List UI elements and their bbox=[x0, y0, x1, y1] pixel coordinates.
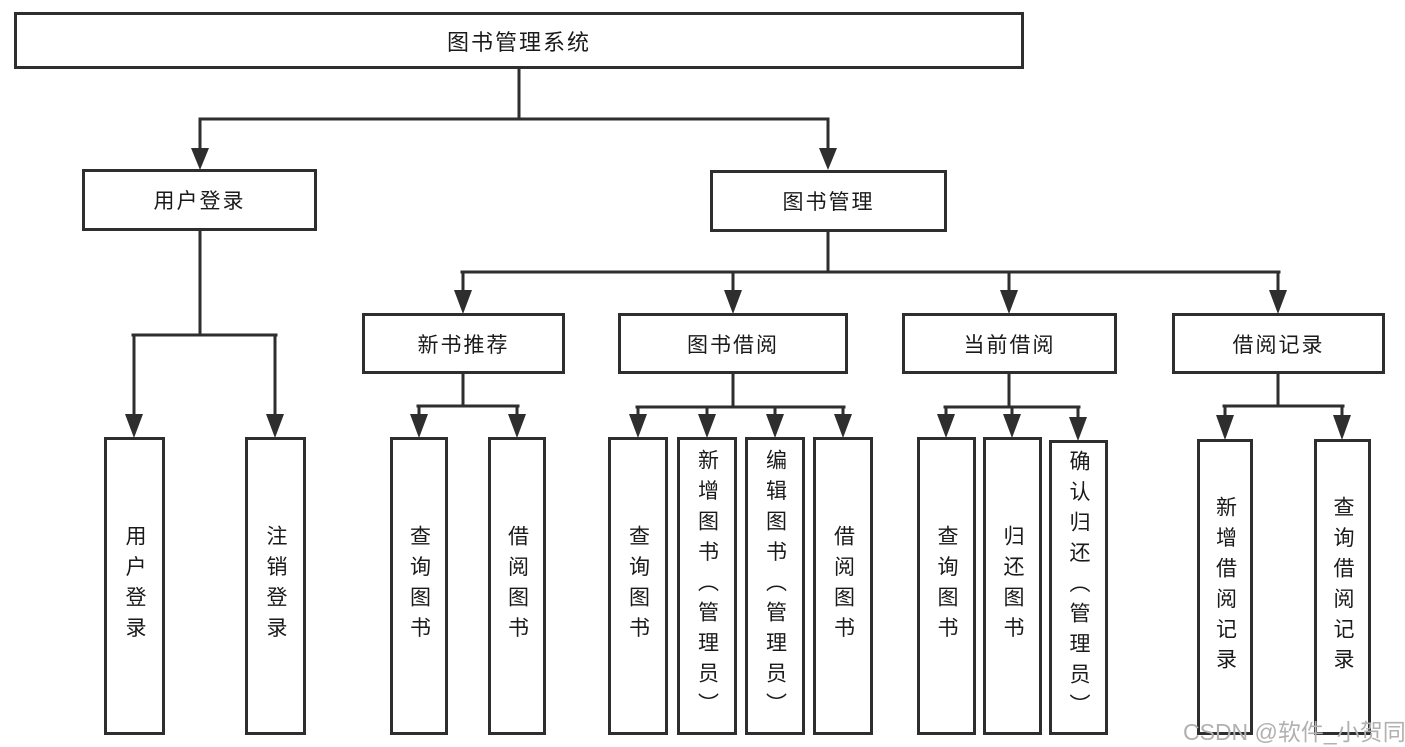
leaf-bb-edit-books: 编辑图书（管理员） bbox=[745, 437, 805, 735]
leaf-user-login-label: 用户登录 bbox=[123, 525, 146, 647]
leaf-bb-query-books: 查询图书 bbox=[608, 437, 668, 735]
node-current-borrowing-label: 当前借阅 bbox=[963, 333, 1056, 357]
leaf-cb-return-books-label: 归还图书 bbox=[1001, 525, 1024, 647]
leaf-bb-edit-books-label: 编辑图书（管理员） bbox=[763, 448, 787, 724]
node-root-label: 图书管理系统 bbox=[446, 29, 591, 55]
leaf-br-add-record: 新增借阅记录 bbox=[1197, 439, 1253, 735]
node-new-book-recommend-label: 新书推荐 bbox=[417, 333, 510, 357]
leaf-nbr-query-books: 查询图书 bbox=[390, 437, 448, 735]
leaf-logout-label: 注销登录 bbox=[264, 525, 287, 647]
leaf-cb-return-books: 归还图书 bbox=[983, 437, 1042, 735]
leaf-br-add-record-label: 新增借阅记录 bbox=[1213, 495, 1237, 679]
node-root: 图书管理系统 bbox=[14, 12, 1024, 69]
node-book-management-label: 图书管理 bbox=[782, 191, 875, 214]
node-borrowing-records-label: 借阅记录 bbox=[1232, 333, 1325, 357]
leaf-logout: 注销登录 bbox=[245, 437, 306, 735]
leaf-bb-borrow-books: 借阅图书 bbox=[813, 437, 873, 735]
node-book-borrowing: 图书借阅 bbox=[618, 313, 848, 374]
leaf-bb-add-books: 新增图书（管理员） bbox=[677, 437, 737, 735]
leaf-cb-query-books: 查询图书 bbox=[917, 437, 976, 735]
node-user-login-label: 用户登录 bbox=[153, 190, 246, 213]
node-new-book-recommend: 新书推荐 bbox=[362, 313, 565, 374]
leaf-nbr-borrow-books: 借阅图书 bbox=[488, 437, 546, 735]
leaf-bb-add-books-label: 新增图书（管理员） bbox=[695, 448, 719, 724]
node-book-management: 图书管理 bbox=[710, 170, 947, 232]
node-borrowing-records: 借阅记录 bbox=[1172, 313, 1385, 374]
leaf-user-login: 用户登录 bbox=[104, 437, 165, 735]
leaf-cb-confirm-return-label: 确认归还（管理员） bbox=[1067, 450, 1090, 725]
leaf-br-query-record-label: 查询借阅记录 bbox=[1331, 495, 1354, 679]
leaf-nbr-query-books-label: 查询图书 bbox=[407, 525, 431, 647]
leaf-cb-confirm-return: 确认归还（管理员） bbox=[1049, 440, 1108, 735]
leaf-br-query-record: 查询借阅记录 bbox=[1314, 439, 1371, 735]
leaf-bb-query-books-label: 查询图书 bbox=[626, 525, 650, 647]
leaf-cb-query-books-label: 查询图书 bbox=[935, 525, 958, 647]
leaf-bb-borrow-books-label: 借阅图书 bbox=[831, 525, 855, 647]
node-book-borrowing-label: 图书借阅 bbox=[687, 333, 779, 357]
leaf-nbr-borrow-books-label: 借阅图书 bbox=[505, 525, 529, 647]
node-current-borrowing: 当前借阅 bbox=[902, 313, 1117, 374]
node-user-login: 用户登录 bbox=[82, 169, 317, 231]
